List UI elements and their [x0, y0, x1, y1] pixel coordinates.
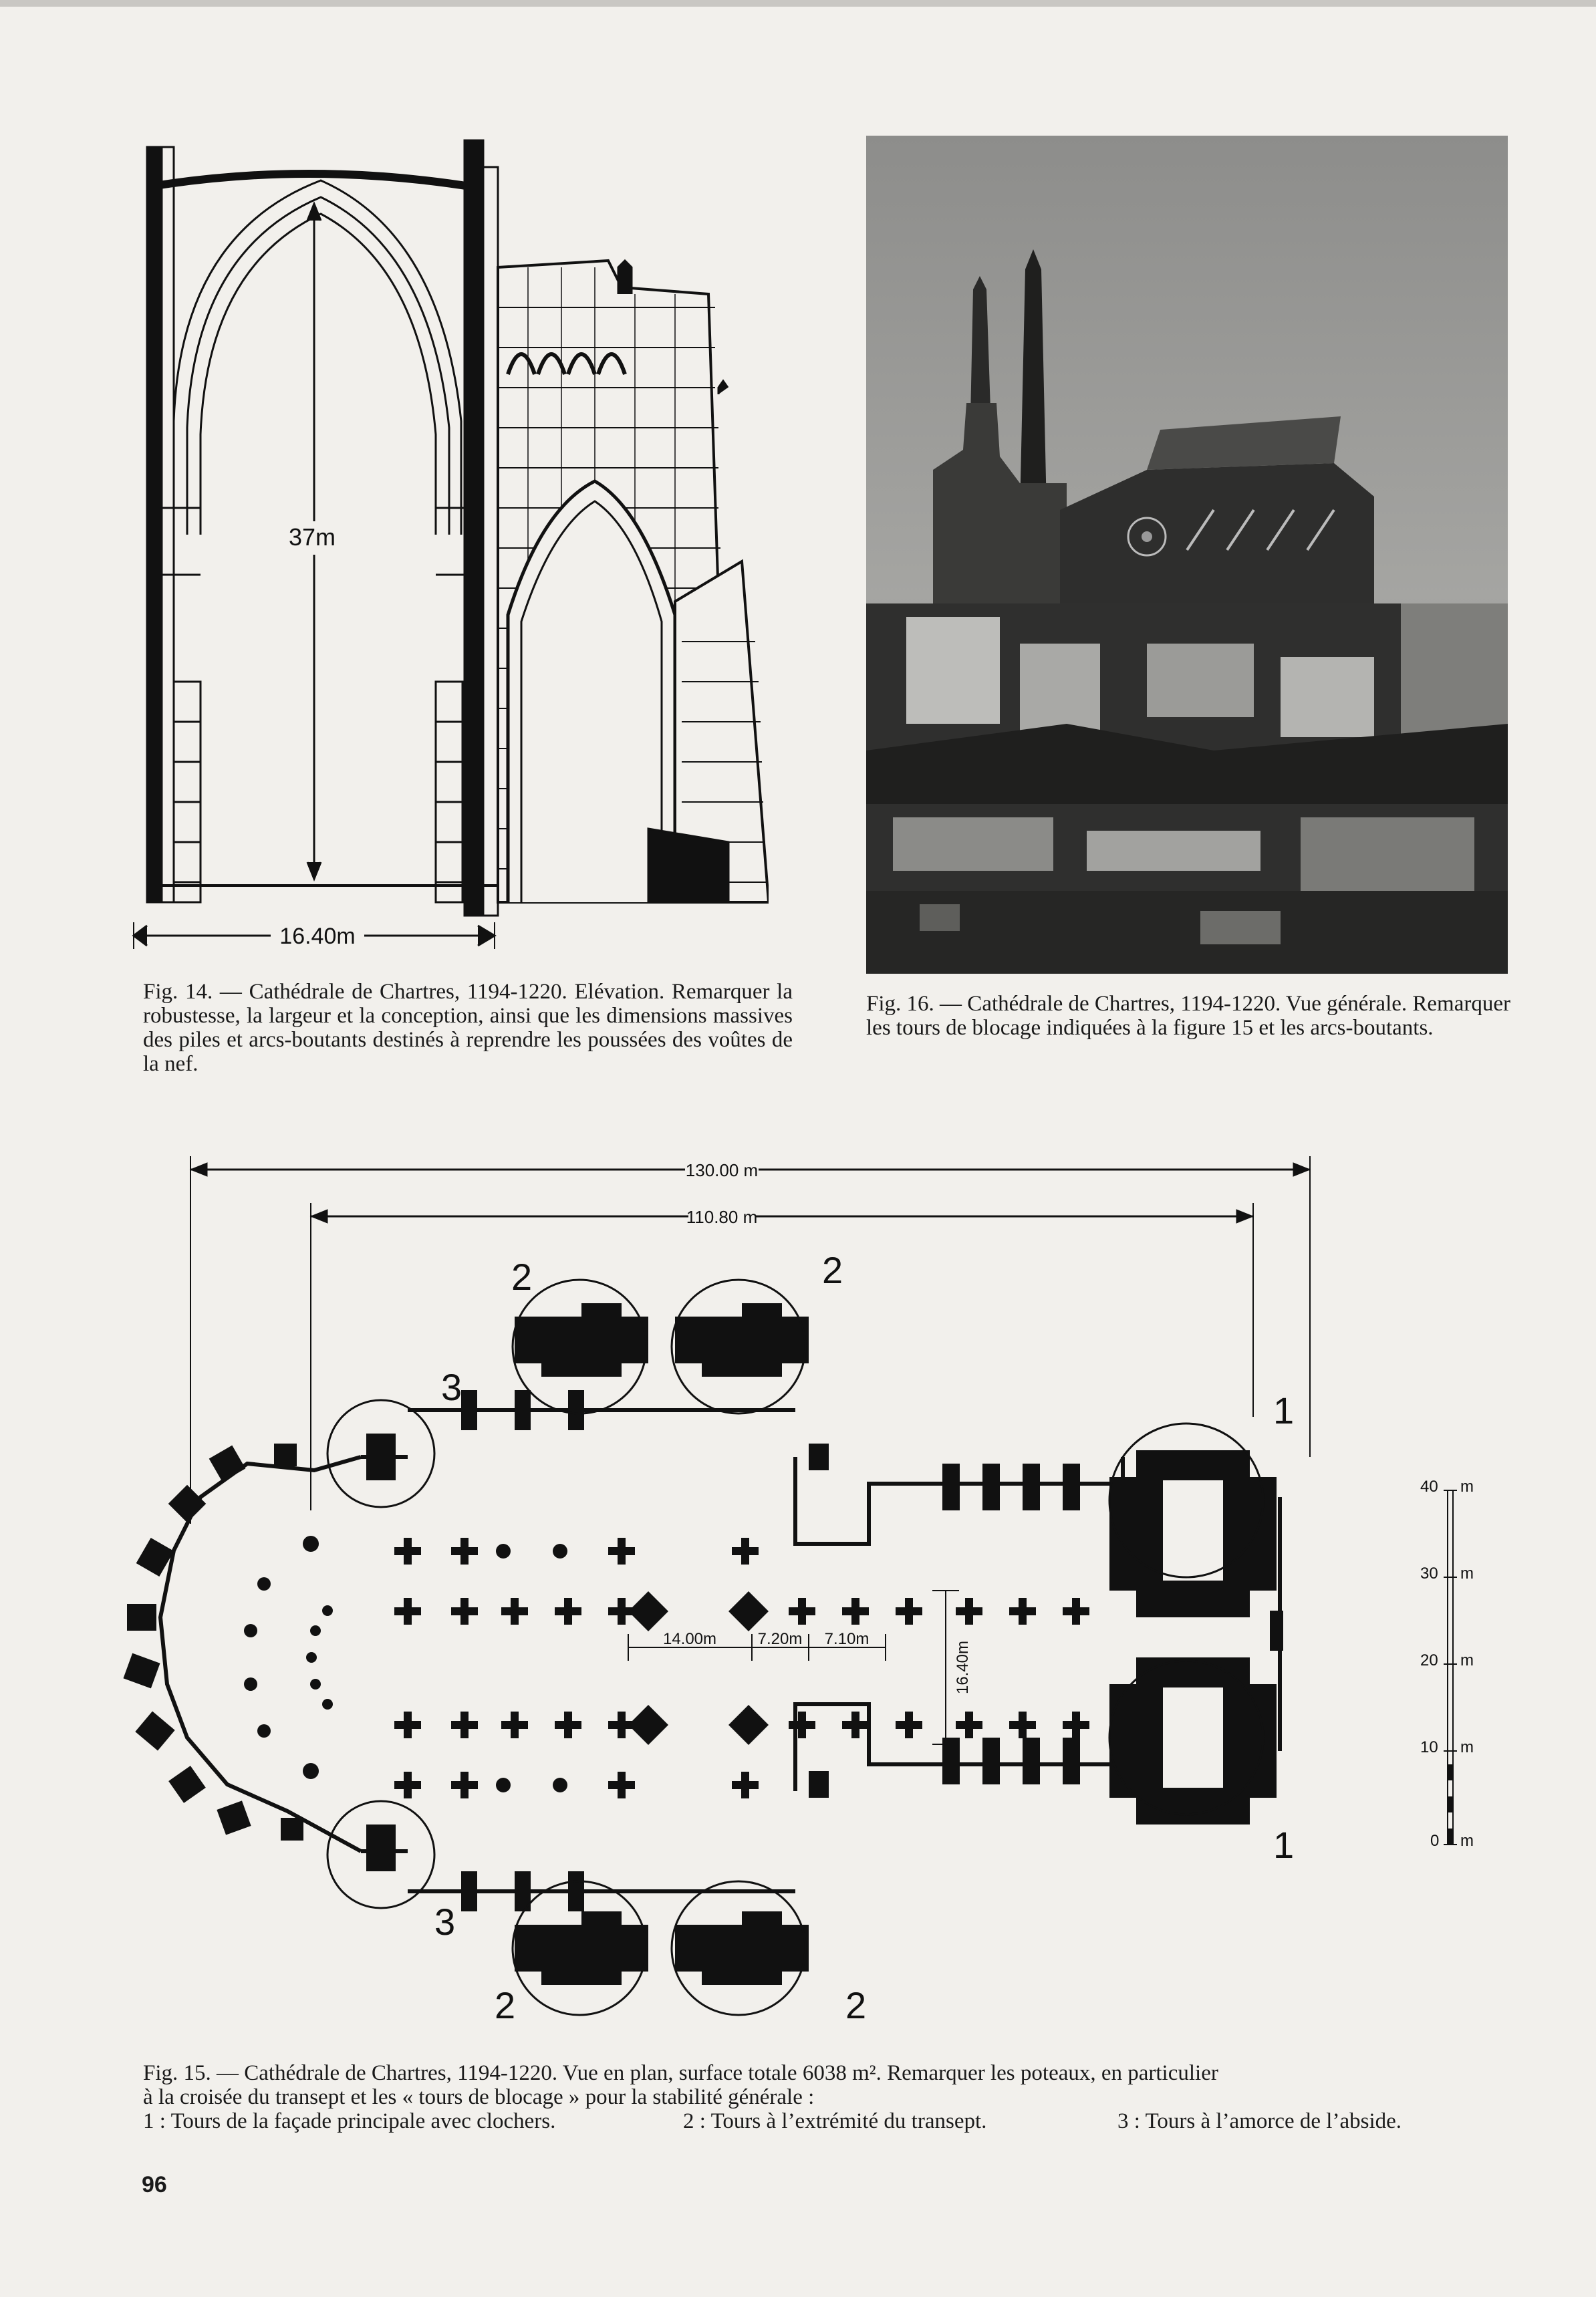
scale-unit-0: m [1460, 1832, 1474, 1850]
fig15-plan-drawing: 130.00 m 110.80 m [123, 1156, 1474, 2026]
fig15-dim-bay1: 14.00m [663, 1630, 716, 1648]
fig14-height-label: 37m [289, 523, 336, 551]
scale-unit-30: m [1460, 1565, 1474, 1583]
fig15-marker-1-top: 1 [1273, 1389, 1294, 1432]
fig15-marker-2-top-left: 2 [511, 1256, 532, 1298]
fig15-dim-total: 130.00 m [686, 1160, 758, 1180]
fig15-marker-3-bottom: 3 [434, 1901, 455, 1943]
fig15-dim-bay3: 7.10m [825, 1630, 870, 1648]
fig16-caption: Fig. 16. — Cathédrale de Chartres, 1194-… [866, 992, 1510, 1040]
fig15-scale-bar [1444, 1490, 1457, 1845]
fig15-caption-line1: Fig. 15. — Cathédrale de Chartres, 1194-… [143, 2061, 1218, 2085]
scale-label-40: 40 [1420, 1478, 1438, 1496]
fig14-width-label: 16.40m [279, 924, 355, 949]
fig15-marker-2-bottom-right: 2 [845, 1984, 866, 2026]
fig15-marker-2-bottom-left: 2 [495, 1984, 515, 2026]
fig15-marker-2-top-right: 2 [822, 1249, 843, 1291]
fig15-dim-nave: 16.40m [954, 1641, 972, 1694]
fig14-elevation-drawing: 37m 16.40m [132, 139, 769, 950]
page-number: 96 [142, 2172, 167, 2197]
fig14-caption: Fig. 14. — Cathédrale de Chartres, 1194-… [143, 980, 793, 1076]
scale-unit-40: m [1460, 1478, 1474, 1496]
scale-unit-20: m [1460, 1651, 1474, 1669]
scale-label-20: 20 [1420, 1651, 1438, 1669]
fig15-marker-3-top: 3 [441, 1366, 462, 1408]
page-top-border [0, 0, 1596, 7]
scale-unit-10: m [1460, 1738, 1474, 1756]
scale-label-30: 30 [1420, 1565, 1438, 1583]
scale-label-10: 10 [1420, 1738, 1438, 1756]
fig15-legend-3: 3 : Tours à l’amorce de l’abside. [1117, 2109, 1402, 2133]
fig15-piers [244, 1303, 1283, 1985]
fig15-legend-1: 1 : Tours de la façade principale avec c… [143, 2109, 556, 2133]
fig15-caption: Fig. 15. — Cathédrale de Chartres, 1194-… [143, 2061, 1446, 2109]
fig15-marker-1-bottom: 1 [1273, 1824, 1294, 1866]
fig15-legend-2: 2 : Tours à l’extrémité du transept. [683, 2109, 987, 2133]
fig15-dim-bay2: 7.20m [758, 1630, 803, 1648]
fig16-cathedral-photograph [866, 136, 1508, 974]
fig15-caption-line2: à la croisée du transept et les « tours … [143, 2085, 815, 2109]
scale-label-0: 0 [1430, 1832, 1439, 1850]
fig15-dim-inner: 110.80 m [686, 1207, 757, 1227]
